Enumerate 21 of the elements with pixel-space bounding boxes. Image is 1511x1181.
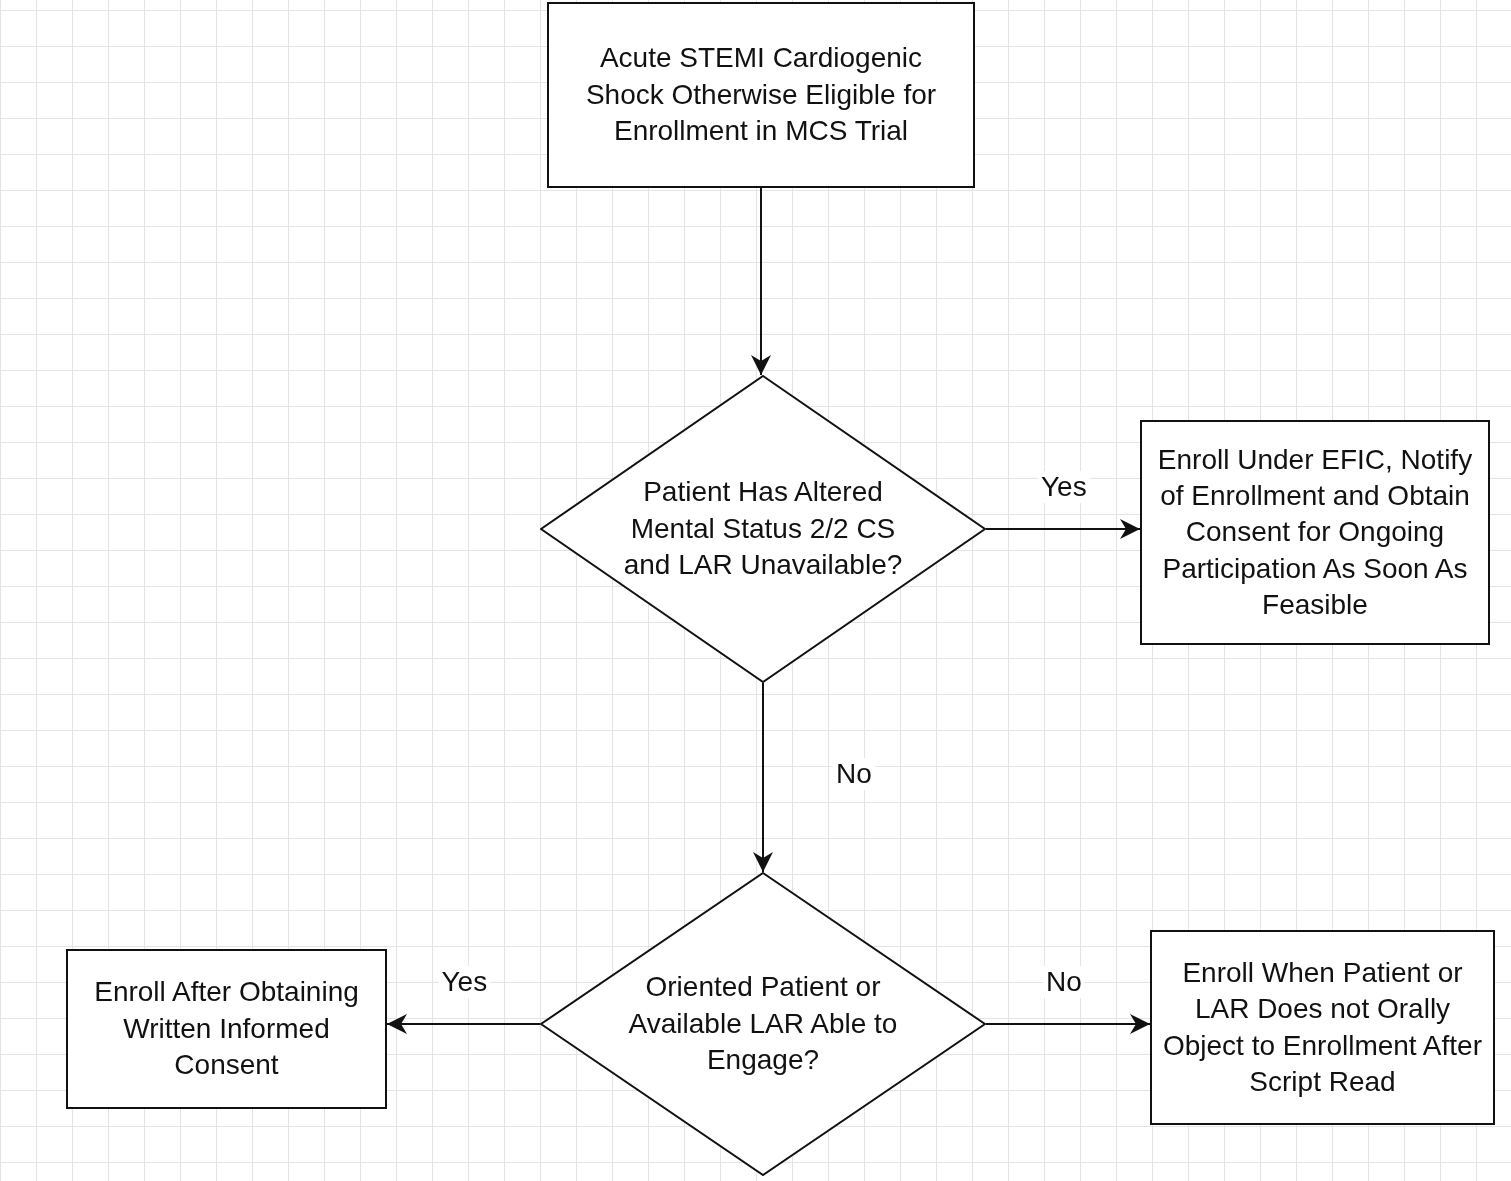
node-text: Acute STEMI Cardiogenic Shock Otherwise Eligible for Enrollment in MCS Trial [584,41,938,149]
arrow [386,1014,541,1034]
process-box [66,949,387,1109]
arrow [985,519,1141,539]
process-box [1150,930,1495,1125]
node-text: Patient Has Altered Mental Status 2/2 CS and LAR Unavailable? [622,475,904,583]
edge-label: No [833,757,875,790]
node-text: Oriented Patient or Available LAR Able to Engage? [627,970,899,1078]
arrow [751,187,771,376]
arrow [985,1014,1151,1034]
node-text: Enroll When Patient or LAR Does not Orally Object to Enrollment After Script Read [1162,955,1483,1099]
process-box [547,2,975,188]
node-text: Enroll After Obtaining Written Informed Consent [93,975,360,1083]
decision-diamond [540,375,986,683]
decision-diamond [540,872,986,1176]
process-box [1140,420,1490,645]
node-text: Enroll Under EFIC, Notify of Enrollment and Obtain Consent for Ongoing Participation As Soon As Feasible [1156,442,1474,623]
edge-label: No [1043,966,1085,998]
edge-label: Yes [1038,471,1090,503]
edge-label: Yes [438,966,491,998]
arrow [753,682,773,873]
